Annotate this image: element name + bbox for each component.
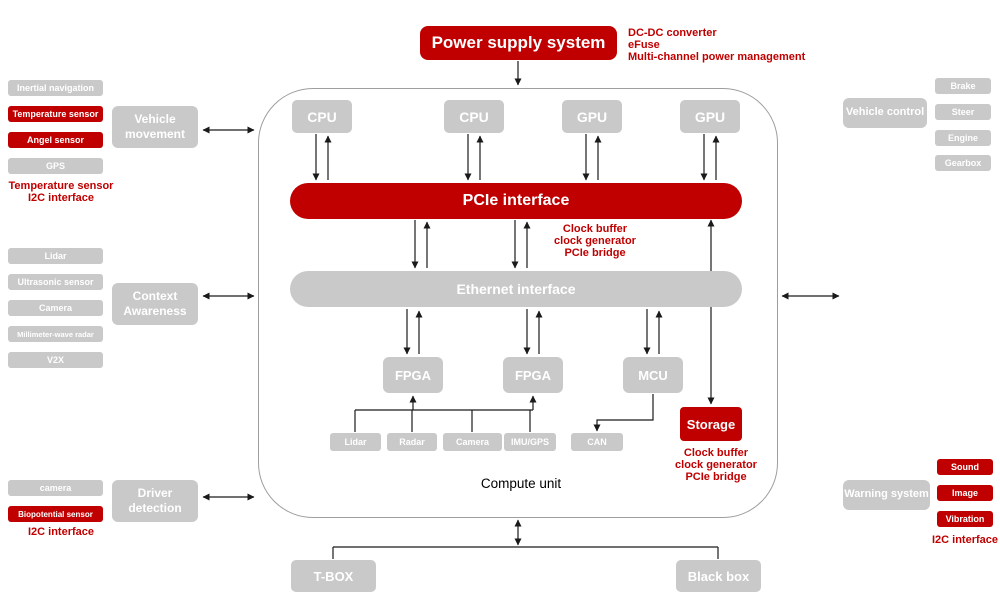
storage-note-line: PCIe bridge: [685, 471, 747, 483]
sensor-temperature: Temperature sensor: [8, 106, 103, 122]
power-note-line: DC-DC converter: [628, 27, 717, 39]
peripheral-camera-node: Camera: [443, 433, 502, 451]
group-label-warning-system: Warning system: [843, 480, 930, 510]
actuator-steer: Steer: [935, 104, 991, 120]
group-label-vehicle-movement: Vehicle movement: [112, 106, 198, 148]
actuator-engine: Engine: [935, 130, 991, 146]
peripheral-lidar-node: Lidar: [330, 433, 381, 451]
ethernet-interface-node: Ethernet interface: [290, 271, 742, 307]
actuator-brake: Brake: [935, 78, 991, 94]
mcu-node: MCU: [623, 357, 683, 393]
note-line: I2C interface: [27, 192, 95, 204]
group-label-vehicle-control: Vehicle control: [843, 98, 927, 128]
storage-note-line: clock generator: [675, 459, 757, 471]
power-note-line: eFuse: [628, 39, 660, 51]
warning-image: Image: [937, 485, 993, 501]
warning-sound: Sound: [937, 459, 993, 475]
storage-node: Storage: [680, 407, 742, 441]
sensor-gps: GPS: [8, 158, 103, 174]
sensor-v2x: V2X: [8, 352, 103, 368]
vehicle-movement-notes: Temperature sensor I2C interface: [0, 180, 122, 204]
compute-unit-caption: Compute unit: [480, 476, 562, 491]
storage-notes: Clock buffer clock generator PCIe bridge: [650, 447, 782, 483]
pcie-note-line: Clock buffer: [562, 223, 628, 235]
note-line: I2C interface: [27, 526, 95, 538]
note-line: Temperature sensor: [8, 180, 114, 192]
sensor-inertial-navigation: Inertial navigation: [8, 80, 103, 96]
fpga-2-node: FPGA: [503, 357, 563, 393]
warning-vibration: Vibration: [937, 511, 993, 527]
chip-cpu-2: CPU: [444, 100, 504, 133]
blackbox-node: Black box: [676, 560, 761, 592]
note-line: I2C interface: [931, 534, 999, 546]
driver-detection-notes: I2C interface: [0, 526, 122, 538]
sensor-mmwave-radar: Millimeter-wave radar: [8, 326, 103, 342]
power-note-line: Multi-channel power management: [628, 51, 806, 63]
sensor-lidar: Lidar: [8, 248, 103, 264]
fpga-1-node: FPGA: [383, 357, 443, 393]
pcie-note-line: clock generator: [554, 235, 636, 247]
pcie-notes: Clock buffer clock generator PCIe bridge: [528, 223, 662, 259]
group-label-context-awareness: Context Awareness: [112, 283, 198, 325]
chip-gpu-2: GPU: [680, 100, 740, 133]
group-label-driver-detection: Driver detection: [112, 480, 198, 522]
tbox-node: T-BOX: [291, 560, 376, 592]
sensor-angel: Angel sensor: [8, 132, 103, 148]
sensor-camera: Camera: [8, 300, 103, 316]
warning-system-notes: I2C interface: [923, 534, 1000, 546]
actuator-gearbox: Gearbox: [935, 155, 991, 171]
pcie-interface-node: PCIe interface: [290, 183, 742, 219]
sensor-driver-camera: camera: [8, 480, 103, 496]
chip-gpu-1: GPU: [562, 100, 622, 133]
pcie-note-line: PCIe bridge: [564, 247, 626, 259]
sensor-biopotential: Biopotential sensor: [8, 506, 103, 522]
peripheral-imu-gps-node: IMU/GPS: [504, 433, 556, 451]
peripheral-radar-node: Radar: [387, 433, 437, 451]
compute-unit-frame: [258, 88, 778, 518]
sensor-ultrasonic: Ultrasonic sensor: [8, 274, 103, 290]
power-supply-node: Power supply system: [420, 26, 617, 60]
peripheral-can-node: CAN: [571, 433, 623, 451]
chip-cpu-1: CPU: [292, 100, 352, 133]
power-supply-notes: DC-DC converter eFuse Multi-channel powe…: [628, 27, 805, 63]
storage-note-line: Clock buffer: [683, 447, 749, 459]
